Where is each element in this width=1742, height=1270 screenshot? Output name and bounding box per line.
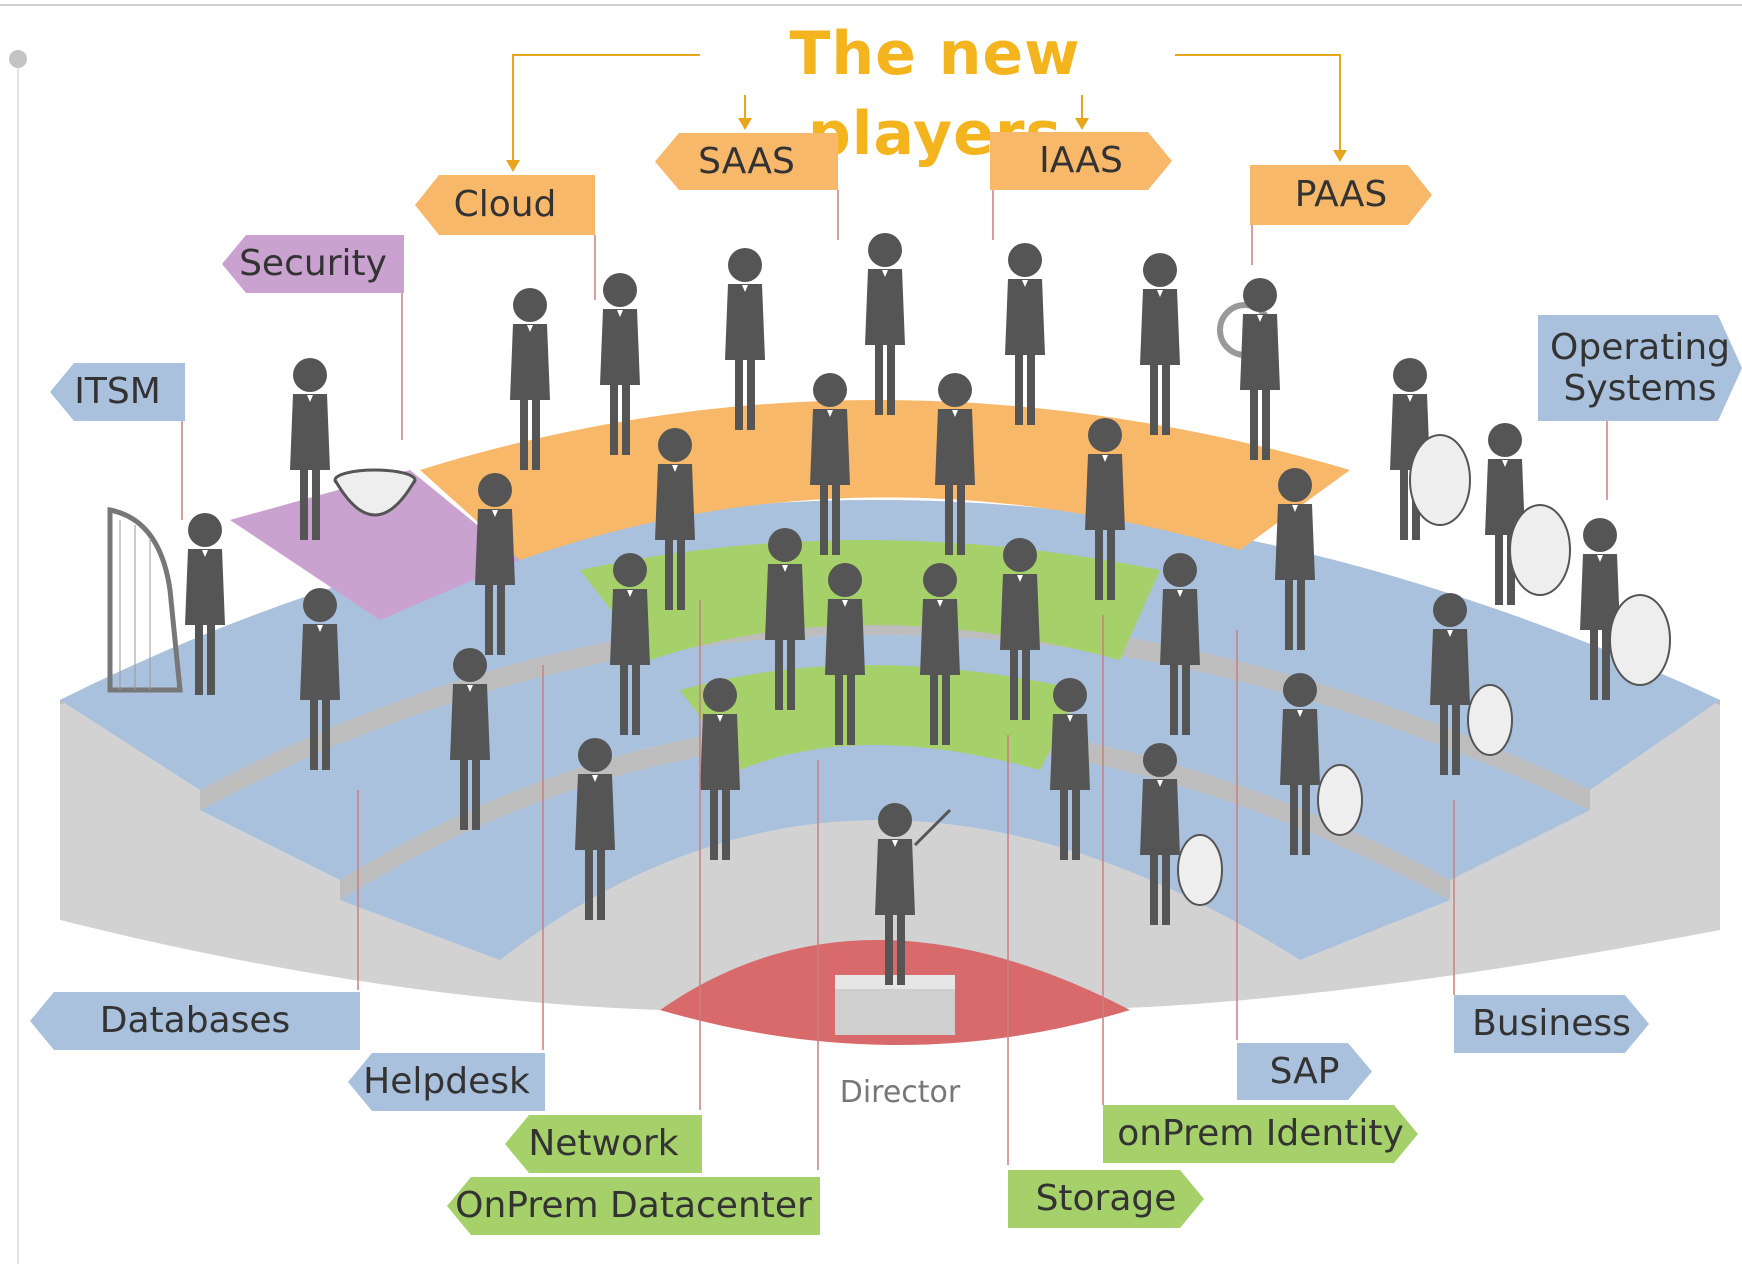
label-operating-systems: Operating Systems <box>1538 315 1742 421</box>
label-cloud: Cloud <box>415 175 595 235</box>
label-helpdesk: Helpdesk <box>348 1053 545 1111</box>
label-network: Network <box>505 1115 702 1173</box>
cello-icon <box>1467 684 1513 756</box>
double-bass-icon <box>1609 594 1671 686</box>
label-paas: PAAS <box>1250 165 1432 225</box>
leader-lines <box>181 190 1608 1170</box>
label-onprem-datacenter: OnPrem Datacenter <box>447 1177 820 1235</box>
double-bass-icon <box>1409 434 1471 526</box>
slide-handle <box>9 50 27 68</box>
left-border <box>17 64 19 1264</box>
label-saas: SAAS <box>655 133 838 190</box>
label-business: Business <box>1454 995 1649 1053</box>
podium-icon <box>835 975 955 1035</box>
label-iaas: IAAS <box>990 132 1172 190</box>
director-label: Director <box>839 1075 961 1110</box>
arrow-heads <box>506 118 1347 172</box>
label-security: Security <box>222 235 404 293</box>
label-sap: SAP <box>1237 1043 1372 1100</box>
tier-blue-mid <box>200 635 1590 880</box>
label-onprem-identity: onPrem Identity <box>1103 1105 1418 1163</box>
harp-icon <box>107 506 183 693</box>
cello-icon <box>1317 764 1363 836</box>
timpani-icon <box>333 468 417 517</box>
label-databases: Databases <box>30 992 360 1050</box>
label-storage: Storage <box>1008 1170 1204 1228</box>
cello-icon <box>1177 834 1223 906</box>
conductor-figure <box>875 803 952 985</box>
musicians <box>107 233 1671 925</box>
label-itsm: ITSM <box>50 363 185 421</box>
top-border <box>0 4 1742 6</box>
label-operating-systems-line2: Systems <box>1563 368 1717 409</box>
double-bass-icon <box>1509 504 1571 596</box>
label-operating-systems-line1: Operating <box>1550 326 1730 368</box>
